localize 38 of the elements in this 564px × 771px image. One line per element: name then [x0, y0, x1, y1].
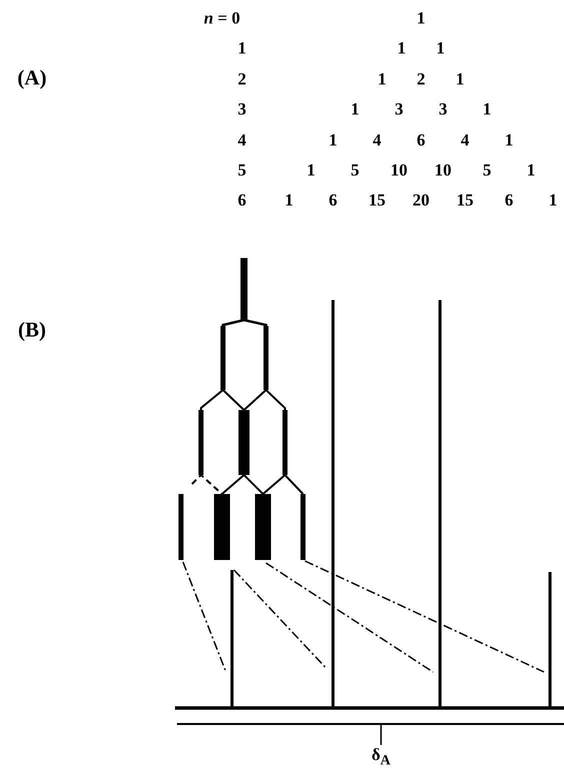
panel-label: (A)	[17, 68, 47, 88]
triangle-number: 15	[368, 192, 386, 209]
triangle-number: 1	[378, 70, 386, 88]
triangle-number: 3	[238, 100, 246, 118]
triangle-number: 1	[328, 131, 338, 148]
triangle-number: 3	[394, 100, 404, 118]
triangle-number: n = 0	[204, 10, 240, 26]
triangle-number: 1	[238, 40, 246, 57]
triangle-number: 20	[412, 192, 430, 209]
triangle-number: 4	[238, 131, 246, 148]
triangle-number: 1	[436, 40, 445, 57]
triangle-number: 6	[504, 192, 514, 209]
triangle-number: 4	[372, 131, 382, 148]
triangle-number: 1	[456, 70, 464, 88]
triangle-number: 5	[350, 162, 360, 178]
triangle-number: 1	[526, 162, 536, 178]
triangle-number: 10	[434, 162, 452, 178]
triangle-number: 15	[456, 192, 474, 209]
triangle-number: 10	[390, 162, 408, 178]
triangle-number: 1	[284, 192, 294, 209]
triangle-number: 1	[397, 40, 406, 57]
triangle-number: 6	[416, 131, 426, 148]
triangle-number: 1	[504, 131, 514, 148]
triangle-number: 5	[238, 162, 246, 178]
triangle-number: 5	[482, 162, 492, 178]
triangle-number: 2	[238, 70, 246, 88]
triangle-number: 6	[238, 192, 246, 209]
axis-label: δ$_{A}$	[371, 746, 391, 768]
triangle-number: 2	[416, 70, 426, 88]
triangle-number: 6	[328, 192, 338, 209]
triangle-number: 3	[438, 100, 448, 118]
triangle-number: 4	[460, 131, 470, 148]
triangle-number: 1	[306, 162, 316, 178]
triangle-number: 1	[482, 100, 492, 118]
triangle-number: 1	[416, 10, 426, 26]
triangle-number: 1	[548, 192, 558, 209]
panel-label: (B)	[18, 320, 46, 340]
triangle-number: 1	[350, 100, 360, 118]
